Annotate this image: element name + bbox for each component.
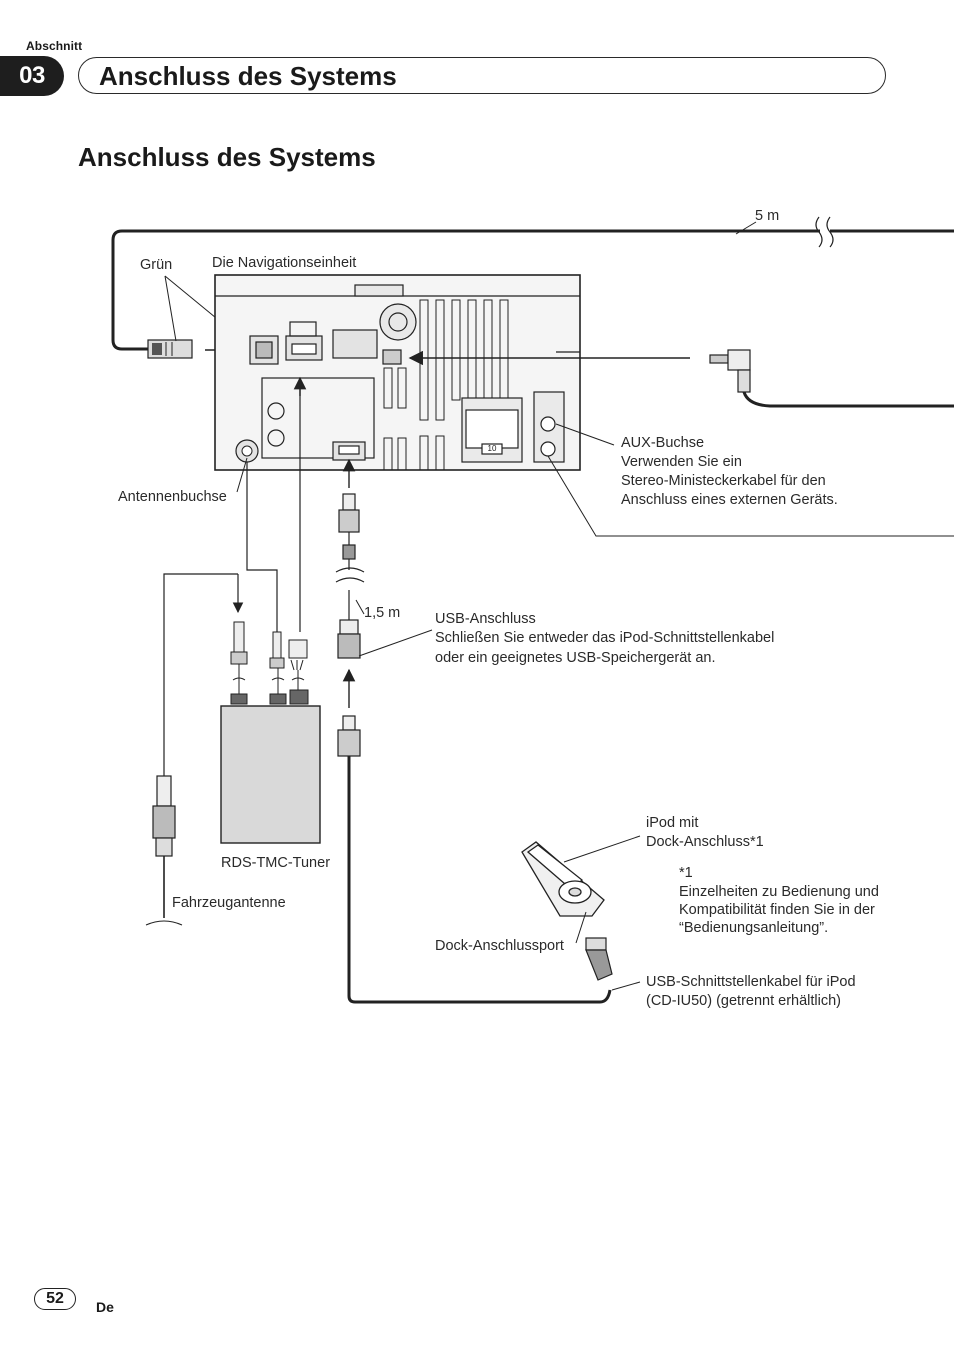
label-usb-cable-line1: USB-Schnittstellenkabel für iPod bbox=[646, 974, 856, 990]
mini-plug-icon bbox=[709, 349, 751, 393]
usb-plug-ipod-cable-icon bbox=[337, 715, 361, 757]
label-usb-title: USB-Anschluss bbox=[435, 611, 536, 627]
label-dock-port: Dock-Anschlussport bbox=[435, 938, 564, 954]
label-aux-line1: Verwenden Sie ein bbox=[621, 454, 742, 470]
label-vehicle-antenna: Fahrzeugantenne bbox=[172, 895, 286, 911]
label-usb-cable-line2: (CD-IU50) (getrennt erhältlich) bbox=[646, 993, 842, 1009]
navigation-unit-rear bbox=[214, 274, 581, 471]
label-antenna-jack: Antennenbuchse bbox=[118, 489, 227, 505]
section-label: Abschnitt bbox=[26, 39, 83, 53]
label-navigation-unit: Die Navigationseinheit bbox=[212, 255, 357, 271]
gps-cable bbox=[111, 229, 954, 351]
label-usb-line2: oder ein geeignetes USB-Speichergerät an… bbox=[435, 650, 716, 666]
label-rds-tmc-tuner: RDS-TMC-Tuner bbox=[221, 855, 331, 871]
language-code: De bbox=[96, 1299, 114, 1315]
chapter-title: Anschluss des Systems bbox=[99, 61, 397, 91]
length-leader bbox=[735, 221, 757, 235]
footnote-line2: Kompatibilität finden Sie in der bbox=[679, 902, 875, 918]
tuner-plugs bbox=[230, 621, 309, 705]
page-number: 52 bbox=[34, 1288, 76, 1310]
cable-break-icon bbox=[815, 216, 834, 248]
gruen-connector-icon bbox=[147, 339, 193, 359]
label-usb-line1: Schließen Sie entweder das iPod-Schnitts… bbox=[435, 630, 775, 646]
cable-length-1-5m: 1,5 m bbox=[364, 605, 401, 621]
page-heading: Anschluss des Systems bbox=[78, 142, 376, 172]
footnote-mark: *1 bbox=[679, 865, 693, 881]
ipod-icon bbox=[521, 841, 605, 917]
footnote-line3: “Bedienungsanleitung”. bbox=[679, 920, 829, 936]
cable-length-5m: 5 m bbox=[755, 208, 780, 224]
usb-plug-icon bbox=[338, 493, 360, 560]
dock-connector-icon bbox=[585, 937, 613, 981]
footnote-line1: Einzelheiten zu Bedienung und bbox=[679, 884, 879, 900]
connector-pin-number: 10 bbox=[488, 444, 497, 453]
label-gruen: Grün bbox=[140, 257, 173, 273]
chapter-title-bar bbox=[78, 57, 886, 94]
label-ipod-line2: Dock-Anschluss*1 bbox=[646, 834, 764, 850]
label-aux-line2: Stereo-Ministeckerkabel für den bbox=[621, 473, 826, 489]
label-aux-title: AUX-Buchse bbox=[621, 435, 705, 451]
antenna-plug-icon bbox=[152, 775, 176, 857]
chapter-number-badge: 03 bbox=[0, 56, 64, 96]
rds-tmc-tuner-box bbox=[220, 705, 321, 844]
label-aux-line3: Anschluss eines externen Geräts. bbox=[621, 492, 838, 508]
label-ipod-line1: iPod mit bbox=[646, 815, 699, 831]
usb-socket-icon bbox=[337, 619, 361, 659]
